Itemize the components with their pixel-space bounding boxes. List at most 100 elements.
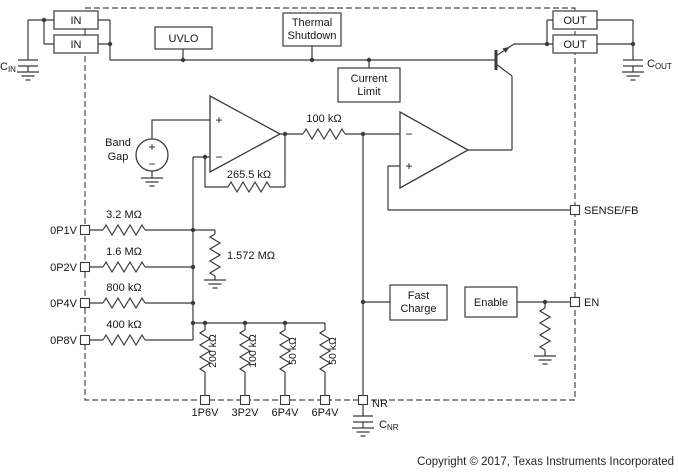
- resistor-1m572: [193, 229, 222, 280]
- out-pin-box-top: [552, 10, 598, 30]
- resistor-100k: [280, 127, 400, 141]
- junction-dot: [360, 299, 366, 305]
- junction-dot: [41, 17, 47, 23]
- junction-dot: [309, 57, 315, 63]
- current-limit-label-line2: Limit: [357, 86, 380, 98]
- junction-dots: [41, 17, 636, 326]
- pin-1p6v: [199, 394, 211, 406]
- resistor-100k-b-label: 100 kΩ: [247, 334, 259, 368]
- junction-dot: [190, 320, 196, 326]
- output-wires: [514, 19, 634, 72]
- junction-dot: [282, 320, 288, 326]
- thermal-label-line1: Thermal: [292, 17, 332, 29]
- pin-3p2v: [239, 394, 251, 406]
- buffer-amplifier: − +: [387, 76, 513, 210]
- sense-fb-label: SENSE/FB: [584, 205, 638, 217]
- resistor-50k-a-label: 50 kΩ: [287, 337, 299, 365]
- resistor-3m2-label: 3.2 MΩ: [106, 209, 142, 221]
- resistor-400k-label: 400 kΩ: [106, 319, 141, 331]
- pin-0p1v: [79, 224, 91, 236]
- cout-label: COUT: [647, 58, 672, 71]
- resistor-400k: [89, 333, 193, 347]
- bandgap-label-line1: Band: [105, 137, 131, 149]
- resistor-50k-b-label: 50 kΩ: [327, 337, 339, 365]
- bandgap-minus-sign: −: [148, 157, 155, 171]
- cin-capacitor: [18, 59, 38, 67]
- output-section: OUT OUT COUT: [514, 10, 672, 81]
- feedback-network: 0P1V 3.2 MΩ 0P2V 1.6 MΩ 0P4V 800 kΩ 0P8V…: [50, 157, 339, 419]
- cnr-label: CNR: [379, 419, 399, 432]
- fast-charge-label-line1: Fast: [408, 290, 429, 302]
- pin-6p4v-a-label: 6P4V: [272, 407, 300, 419]
- pin-en-label: EN: [584, 297, 599, 309]
- pin-1p6v-label: 1P6V: [192, 407, 220, 419]
- en-pulldown-resistor: [517, 301, 571, 356]
- enable-label: Enable: [474, 297, 508, 309]
- resistor-1m6: [89, 260, 193, 274]
- junction-dot: [180, 57, 186, 63]
- current-limit-box: [337, 67, 401, 103]
- bufamp-minus-sign: −: [405, 127, 412, 141]
- in-pin-label-bottom: IN: [71, 39, 82, 51]
- pin-6p4v-a: [279, 394, 291, 406]
- resistor-50k-b: [318, 323, 332, 396]
- junction-dot: [282, 131, 288, 137]
- out-pin-label-bottom: OUT: [563, 39, 587, 51]
- junction-dot: [190, 227, 196, 233]
- pin-0p4v: [79, 297, 91, 309]
- error-amplifier: + − 265.5 kΩ 100 kΩ: [193, 94, 400, 194]
- resistor-3m2: [89, 223, 193, 237]
- pin-0p2v-label: 0P2V: [50, 262, 78, 274]
- junction-dot: [630, 41, 636, 47]
- resistor-1m6-label: 1.6 MΩ: [106, 246, 142, 258]
- bandgap-output-wire: [151, 119, 210, 139]
- bufamp-triangle: [399, 110, 470, 190]
- bufamp-plus-input-wire: [387, 165, 400, 210]
- thermal-box: [282, 12, 342, 47]
- cnr-capacitor: [353, 415, 373, 423]
- transistor-emitter-arrow: [502, 47, 510, 53]
- in-pin-box-bottom: [53, 34, 99, 54]
- nr-section: NR CNR: [352, 134, 399, 437]
- fast-charge-label-line2: Charge: [400, 303, 436, 315]
- uvlo-block: UVLO: [154, 26, 213, 60]
- junction-dot: [242, 320, 248, 326]
- bufamp-plus-sign: +: [405, 159, 412, 173]
- pin-0p4v-label: 0P4V: [50, 298, 78, 310]
- fast-charge-block: Fast Charge: [363, 284, 448, 321]
- sense-fb-section: SENSE/FB: [388, 204, 638, 217]
- out-pin-label-top: OUT: [563, 15, 587, 27]
- bandgap-ground-symbol: [141, 171, 163, 187]
- pin-6p4v-b: [319, 394, 331, 406]
- input-wires: [27, 19, 111, 72]
- en-ground-symbol: [534, 355, 556, 365]
- uvlo-label: UVLO: [169, 33, 199, 45]
- resistor-800k: [89, 296, 193, 310]
- enable-box: [464, 286, 518, 318]
- pin-0p1v-label: 0P1V: [50, 225, 78, 237]
- junction-dot: [190, 300, 196, 306]
- pin-3p2v-label: 3P2V: [232, 407, 260, 419]
- erramp-minus-sign: −: [215, 150, 222, 164]
- enable-block: Enable EN: [464, 286, 599, 365]
- junction-dot: [107, 41, 113, 47]
- bandgap-reference: + − Band Gap: [105, 119, 210, 187]
- resistor-800k-label: 800 kΩ: [106, 282, 141, 294]
- junction-dot: [202, 154, 208, 160]
- pin-nr: [357, 394, 369, 406]
- junction-dot: [542, 299, 548, 305]
- in-pin-label-top: IN: [71, 15, 82, 27]
- junction-dot: [366, 57, 372, 63]
- bandgap-plus-sign: +: [148, 140, 155, 154]
- fast-charge-box: [389, 284, 448, 321]
- current-limit-block: Current Limit: [337, 60, 401, 103]
- erramp-plus-sign: +: [215, 113, 222, 127]
- cin-ground-symbol: [17, 71, 39, 81]
- cnr-ground-symbol: [352, 427, 374, 437]
- pin-6p4v-b-label: 6P4V: [312, 407, 340, 419]
- bufamp-output-wire: [468, 76, 513, 151]
- pass-transistor: [494, 43, 515, 77]
- erramp-triangle: [209, 94, 282, 174]
